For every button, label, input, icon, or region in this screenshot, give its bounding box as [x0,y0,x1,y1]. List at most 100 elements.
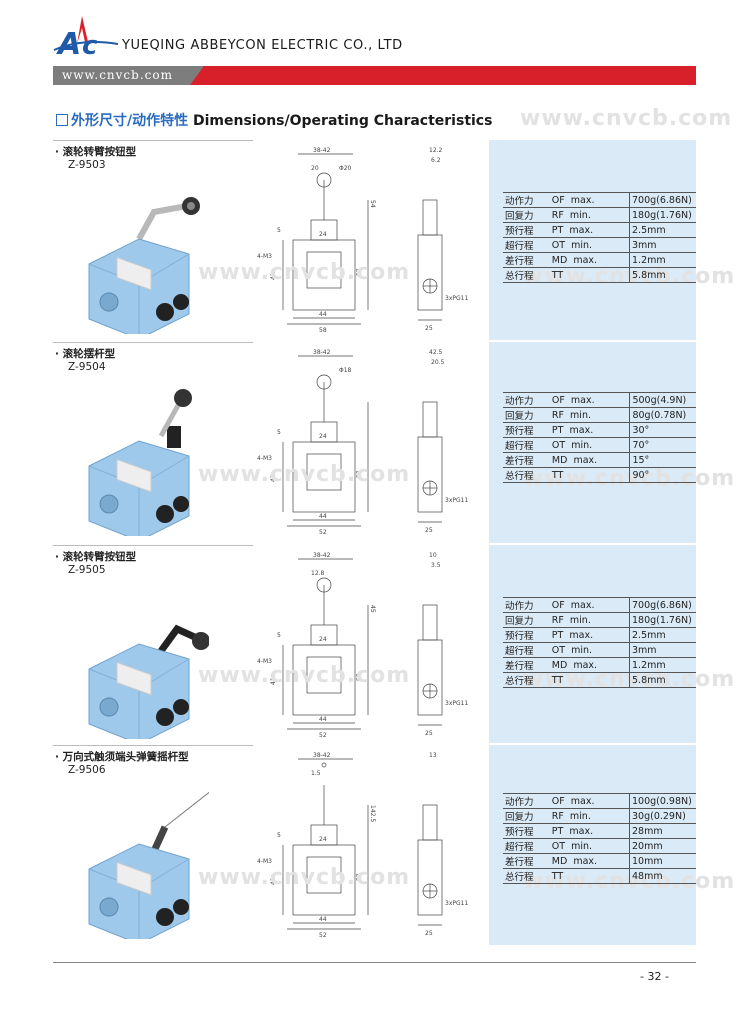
svg-text:45: 45 [369,605,376,613]
spec-value: 1.2mm [629,252,696,268]
svg-text:4-M3: 4-M3 [257,455,272,462]
spec-sym: OF max. [549,597,630,613]
spec-row: 总行程 TT 5.8mm [503,267,696,283]
svg-text:41: 41 [270,677,277,685]
svg-text:12.2: 12.2 [429,147,443,154]
spec-sym: RF min. [549,207,630,223]
svg-text:58: 58 [319,327,327,334]
svg-text:3.5: 3.5 [431,562,441,569]
spec-table: 动作力 OF max. 500g(4.9N) 回复力 RF min. 80g(0… [503,392,696,483]
spec-table: 动作力 OF max. 700g(6.86N) 回复力 RF min. 180g… [503,192,696,283]
spec-table: 动作力 OF max. 700g(6.86N) 回复力 RF min. 180g… [503,597,696,688]
spec-row: 动作力 OF max. 500g(4.9N) [503,392,696,408]
product-photo [69,174,209,340]
svg-text:24: 24 [319,231,327,238]
svg-text:12.8: 12.8 [311,570,325,577]
spec-cn: 总行程 [503,672,550,688]
spec-value: 10mm [629,853,696,869]
spec-value: 5.8mm [629,267,696,283]
spec-value: 2.5mm [629,222,696,238]
svg-text:3xPG11: 3xPG11 [445,497,468,504]
spec-row: 回复力 RF min. 30g(0.29N) [503,808,696,824]
spec-sym: OF max. [549,192,630,208]
spec-cn: 动作力 [503,192,550,208]
svg-text:57: 57 [356,268,363,276]
svg-text:5: 5 [277,632,281,639]
spec-value: 70° [629,437,696,453]
spec-value: 90° [629,467,696,483]
watermark: www.cnvcb.com [198,865,411,890]
svg-text:41: 41 [270,474,277,482]
dimension-drawing: 38-42 Φ20 20 54 5 24 4-M3 41 57 44 58 12… [253,140,489,340]
svg-text:3xPG11: 3xPG11 [445,700,468,707]
svg-text:54: 54 [369,200,376,208]
svg-text:1.5: 1.5 [311,770,321,777]
svg-text:Φ20: Φ20 [339,165,352,172]
product-model: Z-9505 [68,564,106,576]
spec-cn: 超行程 [503,237,550,253]
svg-text:25: 25 [425,730,433,737]
svg-text:41: 41 [270,877,277,885]
spec-sym: MD max. [549,657,630,673]
product-section-z-9504: 38-42 Φ18 5 24 4-M3 41 57 44 52 42.5 20.… [53,342,734,543]
spec-cn: 超行程 [503,642,550,658]
spec-row: 回复力 RF min. 80g(0.78N) [503,407,696,423]
spec-value: 180g(1.76N) [629,207,696,223]
spec-value: 500g(4.9N) [629,392,696,408]
dimension-drawing: 38-42 12.8 45 5 24 4-M3 41 57 44 52 10 3… [253,545,489,743]
svg-text:3xPG11: 3xPG11 [445,295,468,302]
spec-value: 20mm [629,838,696,854]
spec-value: 30° [629,422,696,438]
svg-text:20.5: 20.5 [431,359,445,366]
spec-cn: 预行程 [503,222,550,238]
spec-table: 动作力 OF max. 100g(0.98N) 回复力 RF min. 30g(… [503,793,696,884]
svg-text:24: 24 [319,636,327,643]
spec-cn: 差行程 [503,452,550,468]
page-heading: 外形尺寸/动作特性 Dimensions/Operating Character… [56,110,492,130]
spec-sym: TT [549,267,630,283]
spec-value: 700g(6.86N) [629,597,696,613]
spec-row: 动作力 OF max. 100g(0.98N) [503,793,696,809]
spec-sym: MD max. [549,452,630,468]
header-bar-grey [53,66,203,85]
spec-cn: 回复力 [503,207,550,223]
svg-text:142.5: 142.5 [369,805,376,822]
svg-text:42.5: 42.5 [429,349,443,356]
svg-text:3xPG11: 3xPG11 [445,900,468,907]
dim-top-width: 38-42 [313,552,331,559]
svg-text:44: 44 [319,716,327,723]
svg-text:52: 52 [319,732,327,739]
spec-sym: TT [549,868,630,884]
svg-text:5: 5 [277,832,281,839]
product-photo [69,376,209,542]
svg-text:c: c [82,31,98,60]
watermark: www.cnvcb.com [520,106,733,131]
spec-sym: RF min. [549,808,630,824]
spec-value: 15° [629,452,696,468]
svg-text:41: 41 [270,272,277,280]
product-name-cn: 万向式触须端头弹簧摇杆型 [62,751,189,763]
spec-row: 超行程 OT min. 70° [503,437,696,453]
spec-row: 超行程 OT min. 3mm [503,642,696,658]
spec-value: 700g(6.86N) [629,192,696,208]
spec-value: 100g(0.98N) [629,793,696,809]
svg-text:5: 5 [277,429,281,436]
svg-text:13: 13 [429,752,437,759]
spec-sym: OT min. [549,237,630,253]
spec-row: 预行程 PT max. 2.5mm [503,627,696,643]
heading-en: Dimensions/Operating Characteristics [193,113,493,129]
spec-value: 180g(1.76N) [629,612,696,628]
svg-text:44: 44 [319,311,327,318]
spec-cn: 动作力 [503,793,550,809]
svg-text:25: 25 [425,325,433,332]
page-number: - 32 - [640,970,669,983]
spec-cn: 动作力 [503,392,550,408]
spec-value: 48mm [629,868,696,884]
dimension-drawing: 38-42 1.5 142.5 5 24 4-M3 41 57 44 52 13… [253,745,489,945]
svg-text:44: 44 [319,916,327,923]
spec-cn: 差行程 [503,657,550,673]
spec-sym: PT max. [549,627,630,643]
spec-row: 差行程 MD max. 1.2mm [503,657,696,673]
